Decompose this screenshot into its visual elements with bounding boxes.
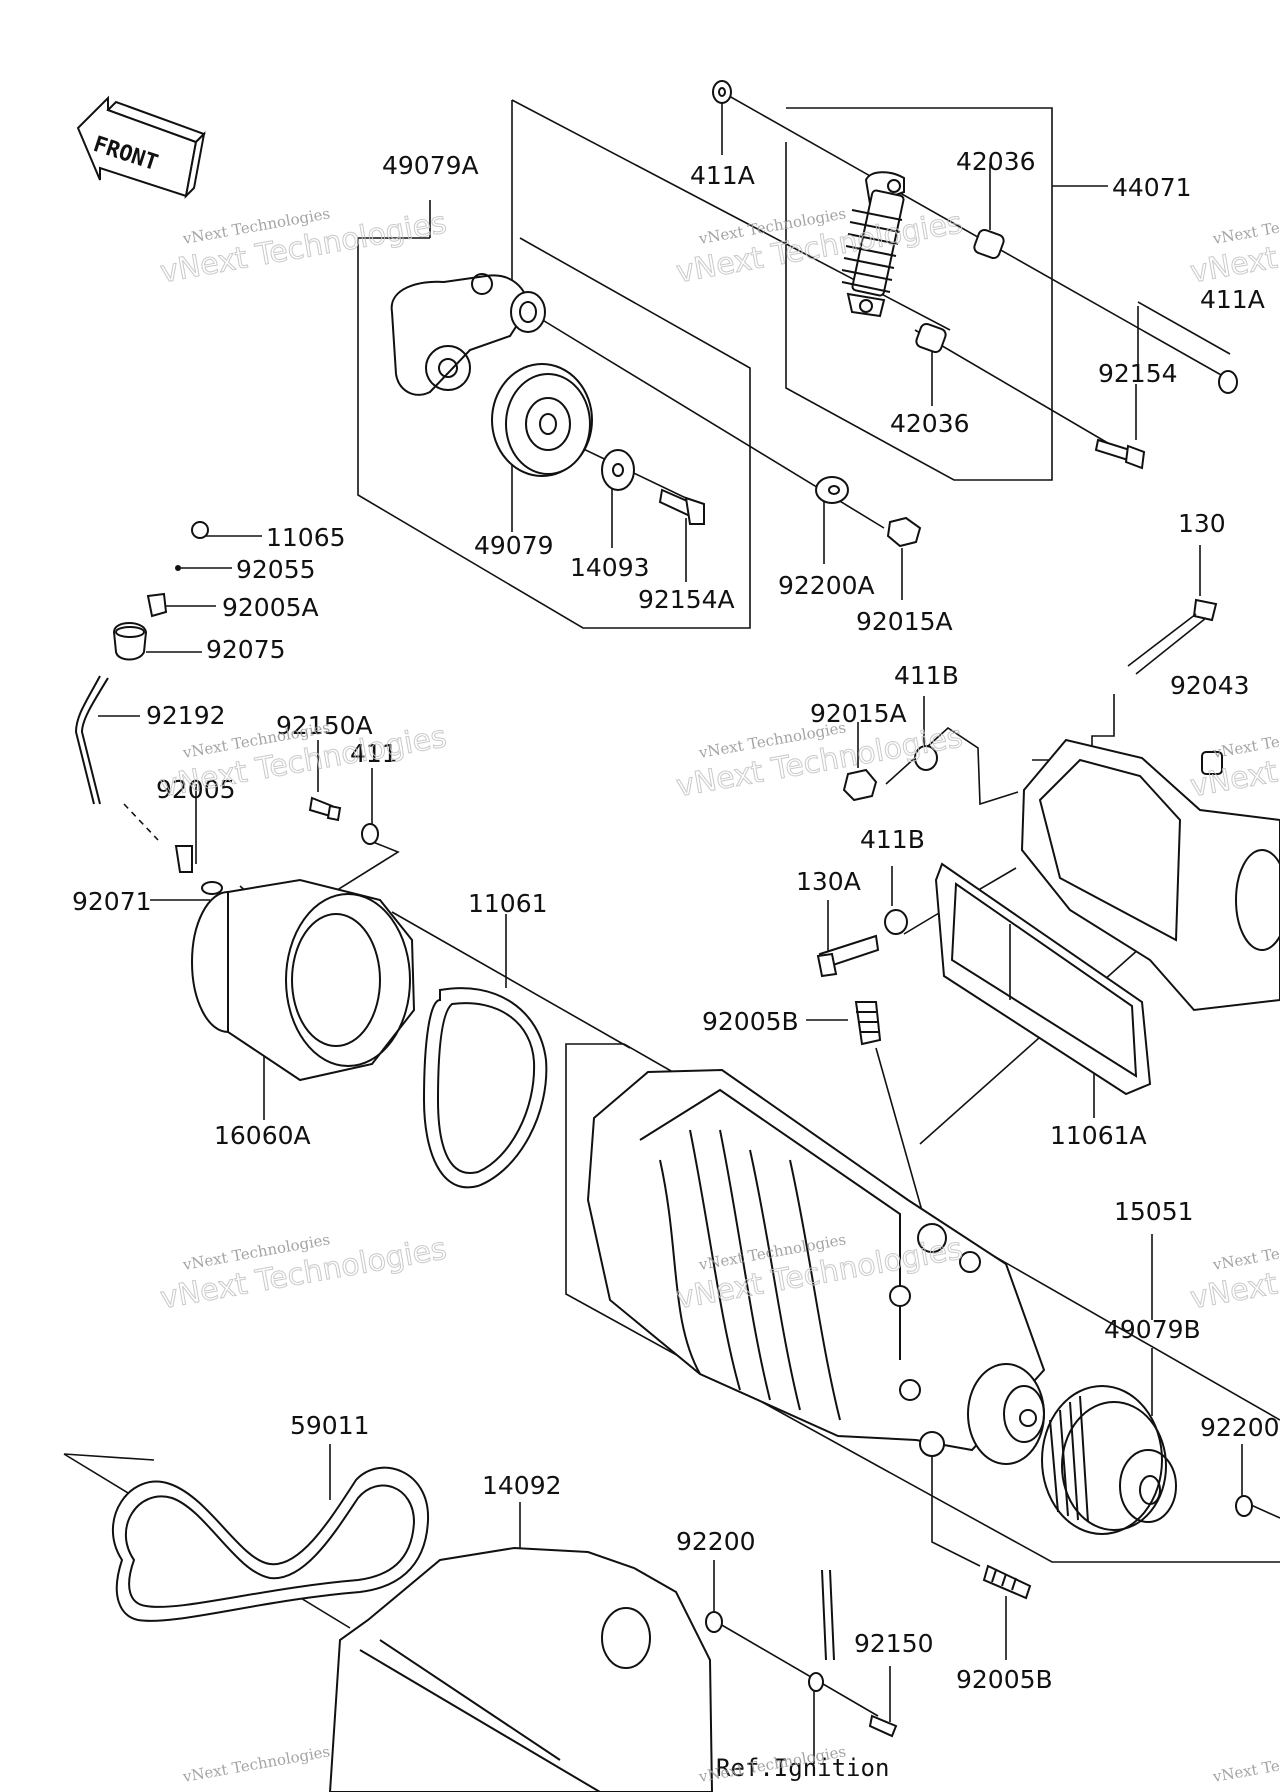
label-92005: 92005 xyxy=(156,775,236,804)
washer-92200-right xyxy=(1235,1495,1253,1517)
idler-pulley xyxy=(491,363,593,477)
label-411B-lower: 411B xyxy=(860,825,925,854)
washer-411A-right xyxy=(1218,370,1238,394)
washer-411A-top xyxy=(712,80,732,104)
front-arrow: FRONT xyxy=(76,95,206,199)
collar-92043 xyxy=(1201,751,1223,775)
washer-92200A xyxy=(815,476,849,504)
label-411: 411 xyxy=(350,739,398,768)
collar-42036-lower xyxy=(915,322,947,354)
fitting-92005B-upper xyxy=(854,1001,882,1046)
label-92192: 92192 xyxy=(146,701,226,730)
label-130A: 130A xyxy=(796,867,861,896)
label-92200-lower: 92200 xyxy=(676,1527,756,1556)
label-49079A: 49079A xyxy=(382,151,479,180)
label-92071: 92071 xyxy=(72,887,152,916)
label-14092: 14092 xyxy=(482,1471,562,1500)
label-16060A: 16060A xyxy=(214,1121,311,1150)
label-130: 130 xyxy=(1178,509,1226,538)
damper-44071 xyxy=(841,171,905,318)
label-92154: 92154 xyxy=(1098,359,1178,388)
washer-411 xyxy=(361,823,379,845)
intake-manifold xyxy=(1020,738,1280,1012)
gasket-11061A xyxy=(934,862,1152,1096)
washer-411B-lower xyxy=(884,909,908,935)
ground-wire xyxy=(808,1569,835,1692)
cover-14092 xyxy=(328,1546,714,1792)
pulley-49079B xyxy=(1041,1385,1177,1535)
supercharger-15051 xyxy=(586,1068,1046,1465)
bolt-92154A xyxy=(658,488,705,525)
bolt-130A xyxy=(816,934,880,978)
label-92200A: 92200A xyxy=(778,571,875,600)
label-42036-top: 42036 xyxy=(956,147,1036,176)
label-92015A-mid: 92015A xyxy=(810,699,907,728)
watermark-text: vNext Technologies xyxy=(1211,1742,1280,1786)
tensioner-assembly xyxy=(390,273,546,396)
label-11065: 11065 xyxy=(266,523,346,552)
belt-59011 xyxy=(111,1466,430,1622)
watermark-text: vNext Technologies xyxy=(181,1742,332,1786)
label-11061A: 11061A xyxy=(1050,1121,1147,1150)
collar-42036-upper xyxy=(973,228,1005,260)
washer-411B-upper xyxy=(914,745,938,771)
label-411B-upper: 411B xyxy=(894,661,959,690)
label-92154A: 92154A xyxy=(638,585,735,614)
label-49079B: 49079B xyxy=(1104,1315,1201,1344)
label-44071: 44071 xyxy=(1112,173,1192,202)
label-92150: 92150 xyxy=(854,1629,934,1658)
label-92150A: 92150A xyxy=(276,711,373,740)
washer-92200-lower xyxy=(705,1611,723,1633)
label-49079: 49079 xyxy=(474,531,554,560)
label-92055: 92055 xyxy=(236,555,316,584)
nut-92015A-mid xyxy=(842,768,878,802)
washer-14093 xyxy=(601,449,635,491)
label-411A-top: 411A xyxy=(690,161,755,190)
label-92075: 92075 xyxy=(206,635,286,664)
label-11061: 11061 xyxy=(468,889,548,918)
fitting-92005B-lower xyxy=(982,1564,1032,1600)
bolt-92150A xyxy=(308,796,342,822)
watermark-text-large: vNext Technologies xyxy=(1188,1231,1280,1316)
ref-note: Ref.Ignition xyxy=(716,1754,889,1782)
nut-92015A xyxy=(886,516,922,548)
gasket-11061 xyxy=(422,987,548,1189)
label-42036-lower: 42036 xyxy=(890,409,970,438)
label-14093: 14093 xyxy=(570,553,650,582)
label-92200-right: 92200 xyxy=(1200,1413,1280,1442)
label-92005A: 92005A xyxy=(222,593,319,622)
label-59011: 59011 xyxy=(290,1411,370,1440)
label-92043: 92043 xyxy=(1170,671,1250,700)
part-labels: 49079A 411A 42036 44071 411A 92154 42036… xyxy=(72,147,1280,1782)
left-hardware xyxy=(74,521,223,895)
watermark-text-large: vNext Technologies xyxy=(1188,205,1280,290)
intake-duct-16060A xyxy=(191,878,416,1082)
bolt-92150 xyxy=(868,1714,898,1738)
bolt-92154 xyxy=(1094,438,1146,470)
label-92015A-top: 92015A xyxy=(856,607,953,636)
bolt-130 xyxy=(1127,598,1218,675)
label-15051: 15051 xyxy=(1114,1197,1194,1226)
label-92005B-upper: 92005B xyxy=(702,1007,799,1036)
label-92005B-lower: 92005B xyxy=(956,1665,1053,1694)
label-411A-right: 411A xyxy=(1200,285,1265,314)
